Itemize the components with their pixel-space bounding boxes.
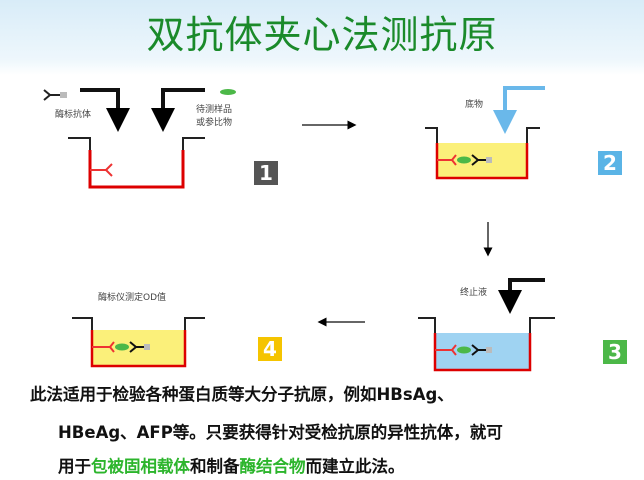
step-number-2: 2 [598,151,622,175]
step-number-1: 1 [254,161,278,185]
well-1 [68,137,205,189]
text-highlight-solid-carrier: 包被固相载体 [91,457,190,476]
label-stop-solution: 终止液 [460,288,488,298]
text-line-2: HBeAg、AFP等。只要获得针对受检抗原的异性抗体，就可 [58,423,503,442]
label-enzyme-antibody: 酶标抗体 [55,110,92,120]
label-substrate: 底物 [465,100,484,110]
label-sample-2: 或参比物 [196,118,233,128]
enzyme-antibody-icon [43,89,67,101]
text-3e: 而建立此法。 [305,457,405,476]
well-4 [72,317,205,368]
arrow-add-substrate [493,86,545,134]
text-3a: 用于 [58,457,91,476]
well-3 [418,317,555,372]
arrow-add-stop-solution [498,278,545,314]
text-line-1: 此法适用于检验各种蛋白质等大分子抗原，例如HBsAg、 [30,385,454,404]
text-3c: 和制备 [190,457,240,476]
text-line-3: 用于包被固相载体和制备酶结合物而建立此法。 [58,453,405,477]
capture-antibody-icon [90,163,113,177]
label-sample: 待测样品 [196,105,233,115]
step-number-3: 3 [603,340,627,364]
antigen-icon [220,89,236,95]
text-highlight-enzyme-conjugate: 酶结合物 [239,457,306,476]
well-2 [425,127,540,180]
step-number-4: 4 [258,337,282,361]
label-read-od: 酶标仪测定OD值 [98,293,167,303]
slide-title: 双抗体夹心法测抗原 [146,13,498,57]
arrow-add-enzyme-antibody [80,88,130,132]
arrow-add-sample [151,88,205,132]
